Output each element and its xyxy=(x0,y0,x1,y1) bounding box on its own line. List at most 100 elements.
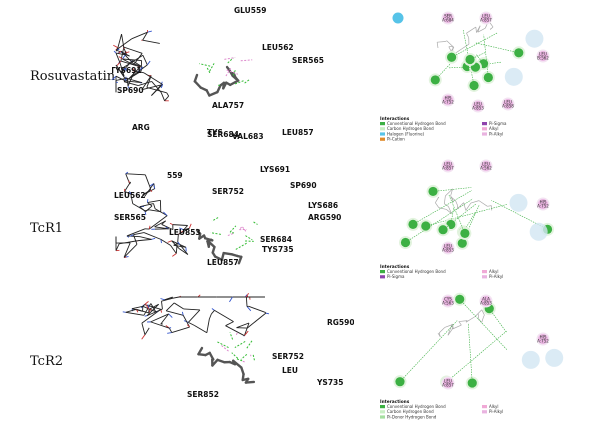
residue-label: LEU857 xyxy=(282,128,314,137)
residue-name: LEU xyxy=(444,379,452,384)
nitrogen-bond xyxy=(169,327,172,329)
residue-name: ALA xyxy=(482,297,490,302)
alkyl-dash xyxy=(224,57,236,60)
residue-position: A:857 xyxy=(442,383,454,388)
ligand-bond xyxy=(216,358,226,364)
row-label-tcr2: TcR2 xyxy=(30,354,64,369)
backbone-segment xyxy=(143,303,152,316)
oxygen-bond xyxy=(145,304,150,310)
backbone-segment xyxy=(208,313,212,320)
backbone-segment xyxy=(125,311,144,316)
legend-label: Pi-Cation xyxy=(387,137,405,142)
backbone-segment xyxy=(123,81,139,86)
skeleton-bond xyxy=(455,200,458,206)
backbone-segment xyxy=(132,60,142,67)
hbond-dash xyxy=(199,63,211,67)
hbond-line xyxy=(448,194,466,234)
nitrogen-bond xyxy=(167,332,172,334)
nitrogen-bond xyxy=(160,81,163,86)
residue-name: LEU xyxy=(444,162,452,167)
residue-position: A:684 xyxy=(442,18,454,23)
legend-swatch xyxy=(380,415,385,419)
legend-label: Carbon Hydrogen Bond xyxy=(387,126,434,131)
residue-label: SER684 xyxy=(207,130,239,139)
backbone-segment xyxy=(170,245,177,254)
backbone-segment xyxy=(128,66,141,80)
nitrogen-bond xyxy=(112,75,117,81)
backbone-segment xyxy=(147,199,161,204)
backbone-segment xyxy=(144,327,150,335)
skeleton-bond xyxy=(481,317,484,323)
hbond-line xyxy=(442,203,477,230)
backbone-segment xyxy=(143,72,163,85)
legend-swatch xyxy=(380,132,385,136)
nitrogen-bond xyxy=(123,66,127,71)
backbone-segment xyxy=(225,325,245,337)
backbone-segment xyxy=(154,208,168,217)
backbone-segment xyxy=(141,84,162,91)
alkyl-dash xyxy=(235,331,239,336)
backbone-segment xyxy=(150,321,170,329)
residue-name: HIS xyxy=(445,96,452,101)
hbond-dash xyxy=(229,332,234,340)
legend-swatch xyxy=(482,275,487,279)
backbone-segment xyxy=(142,39,160,44)
alkyl-residue-disc xyxy=(443,296,453,306)
backbone-segment xyxy=(144,183,155,197)
ligand-bond xyxy=(225,65,231,72)
oxygen-bond xyxy=(132,68,135,72)
nitrogen-bond xyxy=(181,311,184,316)
solvent-cloud xyxy=(545,348,564,367)
legend-title: Interactions xyxy=(380,264,410,270)
backbone-segment xyxy=(160,92,166,101)
backbone-segment xyxy=(136,308,149,314)
backbone-segment xyxy=(153,203,156,209)
legend-swatch xyxy=(380,270,385,274)
alkyl-dash xyxy=(226,69,239,75)
skeleton-bond xyxy=(448,46,452,52)
backbone-segment xyxy=(115,47,119,52)
nitrogen-bond xyxy=(129,234,134,237)
legend-label: Pi-Alkyl xyxy=(489,131,503,136)
ligand-bond xyxy=(232,359,243,369)
skeleton-bond xyxy=(450,47,455,52)
skeleton-bond xyxy=(465,202,472,211)
nitrogen-bond xyxy=(160,239,162,244)
residue-position: A:858 xyxy=(502,104,514,109)
alkyl-residue-disc xyxy=(481,161,491,171)
nitrogen-bond xyxy=(211,308,215,311)
hbond-dash xyxy=(227,57,234,64)
ligand-structure xyxy=(197,346,256,384)
nitrogen-bond xyxy=(151,237,156,240)
backbone-segment xyxy=(122,58,134,66)
solvent-cloud xyxy=(525,29,544,48)
skeleton-bond xyxy=(463,202,467,211)
skeleton-bond xyxy=(474,309,483,317)
backbone-segment xyxy=(148,215,168,230)
hbond-residue-disc xyxy=(457,238,467,248)
skeleton-bond xyxy=(477,27,486,33)
hbond-line xyxy=(450,207,455,225)
backbone-segment xyxy=(178,227,190,235)
residue-label: 559 xyxy=(167,171,183,180)
oxygen-bond xyxy=(116,60,122,66)
ligand-bond xyxy=(244,380,256,384)
skeleton-bond xyxy=(458,320,468,322)
backbone-segment xyxy=(245,296,248,307)
alkyl-residue-disc xyxy=(443,243,453,253)
backbone-segment xyxy=(139,206,146,212)
row-label-rosuvastatin: Rosuvastatin xyxy=(30,69,116,84)
ligand-structure xyxy=(193,65,240,97)
residue-position: A:562 xyxy=(480,166,492,171)
residue-label: TYS735 xyxy=(262,245,294,254)
residue-label: LEU853 xyxy=(169,228,201,237)
backbone-segment xyxy=(127,71,135,87)
backbone-segment xyxy=(214,309,234,322)
legend-label: Pi-Alkyl xyxy=(489,274,503,279)
backbone-segment xyxy=(172,224,188,226)
backbone-segment xyxy=(137,238,152,242)
